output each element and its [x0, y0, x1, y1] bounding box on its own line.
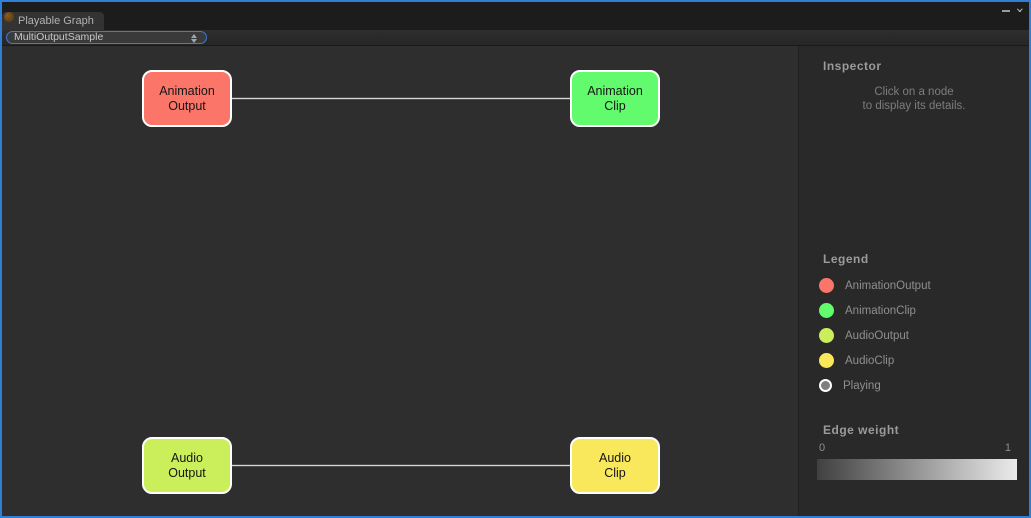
edge-weight-title: Edge weight	[823, 423, 900, 437]
node-animation-output[interactable]: Animation Output	[142, 70, 232, 127]
edge-weight-gradient	[817, 459, 1017, 480]
edge-weight-min: 0	[819, 442, 826, 454]
main-area: Animation Output Animation Clip Audio Ou…	[2, 46, 1029, 516]
node-label: Audio	[171, 450, 203, 465]
animation-output-dot-icon	[819, 278, 834, 293]
window-icon	[4, 12, 14, 22]
animation-clip-dot-icon	[819, 303, 834, 318]
tab-playable-graph[interactable]: Playable Graph	[2, 12, 104, 30]
legend-item-playing: Playing	[819, 378, 931, 393]
node-label: Clip	[604, 98, 626, 113]
toolbar: MultiOutputSample	[2, 30, 1029, 46]
legend-title: Legend	[823, 252, 869, 266]
edge-weight-labels: 0 1	[819, 442, 1011, 454]
inspector-title: Inspector	[823, 59, 882, 73]
audio-clip-dot-icon	[819, 353, 834, 368]
dropdown-stepper-icon	[191, 32, 197, 43]
playing-dot-icon	[819, 379, 832, 392]
tab-bar: Playable Graph	[2, 12, 1029, 30]
tab-title: Playable Graph	[18, 15, 94, 27]
legend-item-audio-output: AudioOutput	[819, 328, 931, 343]
graph-canvas[interactable]: Animation Output Animation Clip Audio Ou…	[2, 46, 798, 516]
node-audio-output[interactable]: Audio Output	[142, 437, 232, 494]
edge-animation-output-to-clip	[232, 97, 570, 100]
edge-weight-max: 1	[1004, 442, 1011, 454]
edge-audio-output-to-clip	[232, 464, 570, 467]
legend-item-animation-output: AnimationOutput	[819, 278, 931, 293]
titlebar	[2, 2, 1029, 12]
node-label: Animation	[587, 83, 643, 98]
side-panel: Inspector Click on a node to display its…	[798, 46, 1029, 516]
legend-item-audio-clip: AudioClip	[819, 353, 931, 368]
graph-selector-value: MultiOutputSample	[14, 31, 104, 43]
node-label: Animation	[159, 83, 215, 98]
node-label: Audio	[599, 450, 631, 465]
node-animation-clip[interactable]: Animation Clip	[570, 70, 660, 127]
node-label: Output	[168, 98, 206, 113]
legend-item-animation-clip: AnimationClip	[819, 303, 931, 318]
inspector-hint: Click on a node to display its details.	[862, 86, 966, 112]
graph-selector-dropdown[interactable]: MultiOutputSample	[6, 31, 207, 44]
node-label: Output	[168, 465, 206, 480]
node-label: Clip	[604, 465, 626, 480]
node-audio-clip[interactable]: Audio Clip	[570, 437, 660, 494]
audio-output-dot-icon	[819, 328, 834, 343]
legend-list: AnimationOutput AnimationClip AudioOutpu…	[819, 278, 931, 403]
